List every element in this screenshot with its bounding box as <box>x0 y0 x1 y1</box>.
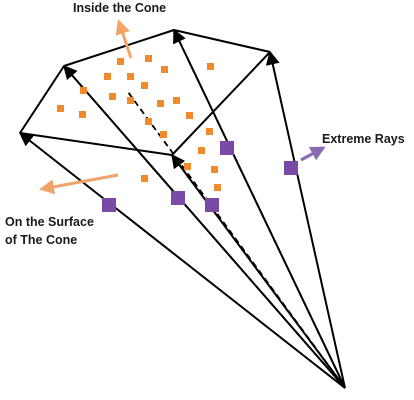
inside-label: Inside the Cone <box>73 1 166 15</box>
interior-point <box>57 105 64 112</box>
interior-point <box>173 97 180 104</box>
extreme-rays-label: Extreme Rays <box>322 132 405 146</box>
hidden-rays <box>63 29 346 389</box>
interior-points <box>57 55 221 191</box>
interior-point <box>184 163 191 170</box>
hidden-ray <box>127 91 346 389</box>
surface-point <box>205 198 219 212</box>
interior-point <box>109 93 116 100</box>
hidden-ray <box>63 65 346 389</box>
surface-callout-arrow <box>39 173 119 195</box>
interior-point <box>127 97 134 104</box>
extreme-ray-top <box>173 28 346 389</box>
surface-point <box>284 161 298 175</box>
extreme-rays <box>18 28 346 389</box>
interior-point <box>186 112 193 119</box>
hidden-ray <box>173 29 346 389</box>
interior-point <box>157 100 164 107</box>
interior-point <box>80 87 87 94</box>
extreme-ray-right <box>265 50 346 389</box>
section-edge <box>63 29 175 67</box>
surface-point <box>171 191 185 205</box>
section-edge <box>173 29 271 53</box>
interior-point <box>145 118 152 125</box>
interior-point <box>79 111 86 118</box>
interior-point <box>127 73 134 80</box>
surface-label-line2: of The Cone <box>5 233 77 247</box>
interior-point <box>117 58 124 65</box>
surface-point <box>102 198 116 212</box>
surface-points <box>102 141 298 212</box>
extreme-ray-left <box>18 132 346 389</box>
section-edge <box>19 132 173 156</box>
interior-point <box>160 131 167 138</box>
interior-point <box>206 128 213 135</box>
interior-point <box>214 184 221 191</box>
interior-point <box>161 66 168 73</box>
interior-point <box>207 63 214 70</box>
cone-cross-section <box>19 29 271 156</box>
section-edge <box>171 51 271 156</box>
interior-point <box>145 55 152 62</box>
surface-point <box>220 141 234 155</box>
inside-callout-arrow <box>115 19 133 59</box>
extreme-callout-arrow <box>300 146 326 162</box>
interior-point <box>104 73 111 80</box>
interior-point <box>141 82 148 89</box>
section-edge <box>19 65 65 134</box>
interior-point <box>198 147 205 154</box>
surface-label-line1: On the Surface <box>5 215 94 229</box>
interior-point <box>141 175 148 182</box>
interior-point <box>211 166 218 173</box>
